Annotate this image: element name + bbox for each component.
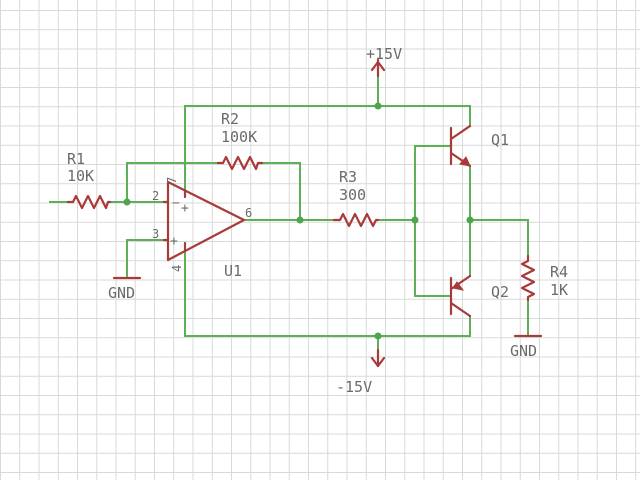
resistor-r4-body	[520, 254, 536, 302]
resistor-r3-body	[332, 212, 380, 228]
opamp-u1-minus-sign: −	[172, 196, 180, 211]
ground-left: GND	[108, 276, 142, 302]
power-positive-label: +15V	[366, 45, 402, 63]
transistor-q2-collector	[449, 301, 472, 318]
wire-base-bus	[414, 145, 452, 297]
opamp-u1-body	[166, 180, 246, 262]
pin-label-6: 6	[245, 206, 252, 220]
resistor-r2-value: 100K	[221, 128, 257, 146]
resistor-r1-body	[66, 194, 112, 210]
wire-positive-rail	[184, 105, 471, 191]
resistor-r3[interactable]: R3 300	[332, 168, 380, 228]
wire-negative-rail	[184, 249, 471, 337]
transistor-q1[interactable]: Q1	[449, 124, 509, 168]
power-negative-arrow-icon	[370, 356, 386, 368]
power-positive: +15V	[366, 45, 402, 78]
ground-left-label: GND	[108, 284, 135, 302]
resistor-r4[interactable]: R4 1K	[520, 254, 568, 302]
wire-noninverting-gnd	[126, 239, 165, 279]
transistor-q1-collector	[449, 124, 472, 141]
power-negative-label: -15V	[336, 378, 372, 396]
pin-label-2: 2	[152, 189, 159, 203]
resistor-r2-ref: R2	[221, 110, 239, 128]
transistor-q2-ref: Q2	[491, 283, 509, 301]
junction-dot	[296, 216, 304, 224]
resistor-r1-ref: R1	[67, 150, 85, 168]
wire-feedback-left	[126, 162, 219, 203]
ground-right: GND	[510, 334, 543, 360]
opamp-u1[interactable]: − + + U1 2 3 7 4 6	[152, 177, 252, 280]
junction-dot	[374, 102, 382, 110]
junctions	[123, 102, 474, 340]
transistor-q1-arrow	[459, 156, 471, 167]
transistor-q2[interactable]: Q2	[449, 274, 509, 318]
junction-dot	[411, 216, 419, 224]
resistor-r2[interactable]: R2 100K	[216, 110, 264, 171]
junction-dot	[466, 216, 474, 224]
transistor-q2-arrow	[452, 281, 465, 291]
opamp-u1-inner-plus-top: +	[181, 201, 189, 216]
wire-output-to-r4	[469, 219, 529, 257]
resistor-r4-value: 1K	[550, 281, 568, 299]
junction-dot	[123, 198, 131, 206]
ground-right-label: GND	[510, 342, 537, 360]
opamp-u1-plus-sign: +	[170, 234, 178, 249]
power-negative: -15V	[336, 348, 386, 396]
pin-label-7: 7	[165, 177, 179, 184]
resistor-r3-value: 300	[339, 186, 366, 204]
resistor-r4-ref: R4	[550, 263, 568, 281]
opamp-u1-ref: U1	[224, 262, 242, 280]
power-positive-arrow-icon	[370, 60, 386, 72]
resistor-r1-value: 10K	[67, 167, 94, 185]
wire-feedback-right	[261, 162, 301, 221]
transistor-q1-ref: Q1	[491, 131, 509, 149]
junction-dot	[374, 332, 382, 340]
resistor-r1[interactable]: R1 10K	[66, 150, 112, 210]
resistor-r3-ref: R3	[339, 168, 357, 186]
pin-label-3: 3	[152, 227, 159, 241]
pin-label-4: 4	[170, 265, 184, 272]
resistor-r2-body	[216, 155, 264, 171]
